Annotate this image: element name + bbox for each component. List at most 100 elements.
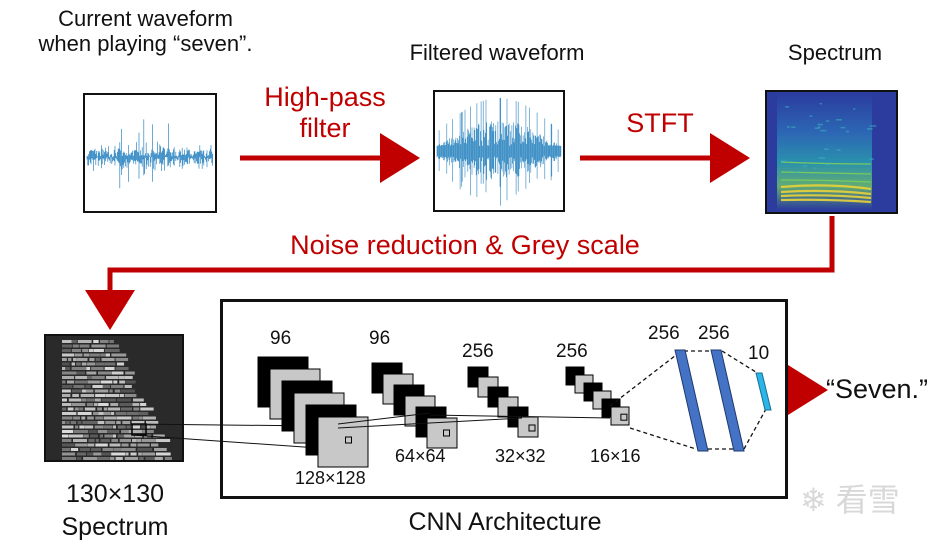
grey-spectrum-bands	[62, 340, 172, 460]
grey-band-cell	[132, 398, 144, 402]
grey-band-cell	[124, 394, 137, 397]
grey-band-cell	[73, 430, 89, 433]
grey-band-cell	[62, 358, 67, 361]
grey-band-cell	[98, 412, 104, 415]
grey-band-cell	[99, 434, 103, 438]
spectral-speck	[835, 119, 842, 121]
grey-band-cell	[62, 443, 75, 447]
grey-band-cell	[142, 416, 156, 420]
grey-band-cell	[80, 394, 95, 397]
grey-band-cell	[112, 434, 117, 438]
grey-band-cell	[111, 452, 126, 456]
grey-spectrum-plot	[44, 334, 184, 462]
spectrum-plot	[765, 90, 898, 214]
grey-band-cell	[107, 430, 120, 433]
stage-2-channels: 96	[369, 328, 391, 349]
grey-band-cell	[115, 367, 129, 370]
grey-band-cell	[109, 457, 115, 460]
grey-band-cell	[91, 376, 105, 379]
grey-band-cell	[116, 362, 125, 366]
grey-band-cell	[137, 448, 153, 451]
grey-band-cell	[139, 457, 144, 460]
grey-band-cell	[130, 452, 137, 456]
grey-spectrum-svg	[46, 336, 182, 460]
grey-band-cell	[62, 457, 77, 460]
grey-band-cell	[76, 358, 88, 361]
grey-band-cell	[82, 421, 97, 424]
harmonic-band	[780, 198, 872, 204]
grey-band-cell	[140, 407, 154, 411]
grey-band-cell	[62, 434, 69, 438]
harmonic-band	[780, 184, 872, 191]
grey-band-cell	[76, 457, 82, 460]
grey-band-cell	[93, 412, 99, 415]
current-waveform-plot	[83, 93, 217, 213]
grey-band-cell	[71, 389, 82, 393]
stage-4-size: 16×16	[590, 446, 641, 466]
out-link-top	[721, 350, 760, 375]
grey-band-cell	[86, 403, 94, 406]
grey-band-cell	[79, 448, 91, 451]
spectral-speck	[840, 126, 846, 129]
grey-band-cell	[103, 416, 117, 420]
grey-band-cell	[130, 443, 137, 447]
spectral-speck	[786, 126, 790, 128]
spectral-speck	[818, 157, 825, 159]
conv-stack-2	[371, 362, 458, 449]
grey-band-cell	[97, 407, 102, 411]
grey-band-cell	[145, 425, 151, 429]
grey-band-cell	[70, 421, 77, 424]
grey-band-cell	[141, 425, 145, 429]
grey-band-cell	[155, 439, 171, 442]
grey-band-cell	[134, 434, 143, 438]
conv-stack-4	[565, 366, 630, 426]
grey-band-cell	[98, 403, 109, 406]
grey-band-cell	[114, 389, 121, 393]
grey-band-cell	[110, 385, 124, 388]
grey-band-cell	[93, 349, 104, 352]
stage-1-size: 128×128	[295, 468, 366, 488]
grey-band-cell	[86, 371, 97, 375]
grey-band-cell	[62, 403, 72, 406]
grey-band-cell	[116, 398, 132, 402]
grey-band-cell	[97, 421, 105, 424]
spectral-speck	[802, 165, 807, 167]
grey-band-cell	[138, 452, 142, 456]
grey-band-cell	[104, 367, 115, 370]
spectral-speck	[869, 158, 874, 160]
grey-band-cell	[93, 340, 99, 343]
grey-band-cell	[105, 353, 110, 357]
grey-band-cell	[116, 416, 132, 420]
spectral-speck	[817, 126, 821, 128]
grey-band-cell	[86, 398, 95, 402]
grey-band-cell	[95, 443, 108, 447]
grey-band-cell	[87, 380, 100, 384]
grey-band-cell	[62, 353, 75, 357]
grey-band-cell	[75, 376, 88, 379]
grey-band-cell	[121, 430, 129, 433]
grey-band-cell	[95, 358, 101, 361]
grey-band-cell	[72, 394, 79, 397]
kernel-box	[620, 413, 628, 421]
grey-band-cell	[101, 398, 116, 402]
grey-band-cell	[74, 353, 83, 357]
grey-band-cell	[62, 407, 67, 411]
grey-band-cell	[62, 421, 66, 424]
grey-band-cell	[62, 380, 66, 384]
grey-band-cell	[62, 452, 76, 456]
grey-band-cell	[154, 457, 163, 460]
dense-layer-1	[674, 349, 709, 452]
grey-band-cell	[103, 407, 108, 411]
dense-layer-2	[710, 349, 745, 452]
grey-band-cell	[102, 385, 110, 388]
grey-band-cell	[115, 457, 123, 460]
grey-band-cell	[77, 412, 92, 415]
dense-1-units: 256	[648, 323, 680, 344]
grey-band-cell	[94, 403, 98, 406]
grey-band-cell	[119, 403, 133, 406]
grey-band-cell	[83, 457, 98, 460]
grey-band-cell	[86, 367, 91, 370]
feature-map	[610, 406, 630, 426]
